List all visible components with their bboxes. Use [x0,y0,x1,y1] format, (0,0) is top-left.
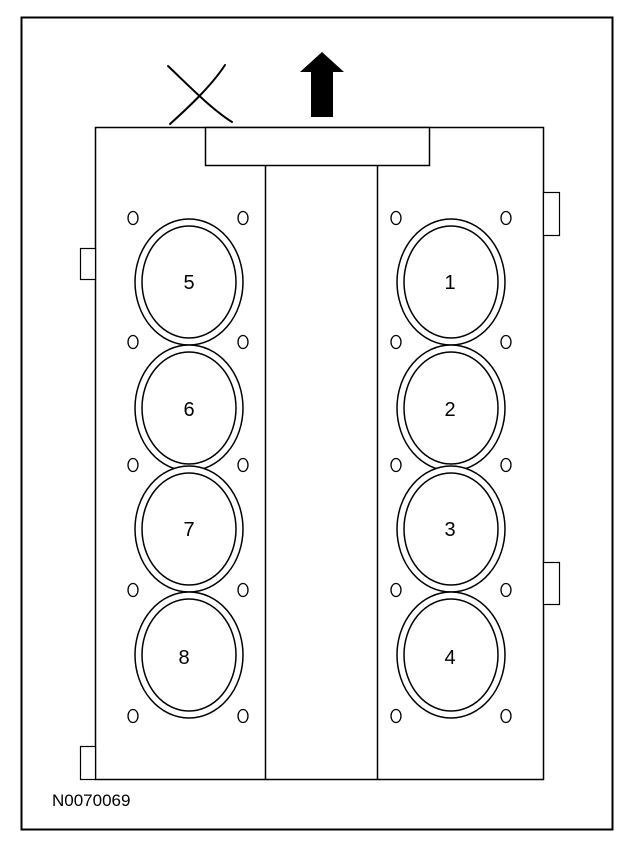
cylinder-label-4: 4 [444,647,455,669]
bolt-hole [127,457,139,473]
bolt-hole [390,582,402,598]
bolt-hole [237,708,249,724]
cylinder-label-2: 2 [444,399,455,421]
cylinder-label-3: 3 [444,519,455,541]
bolt-hole [237,582,249,598]
bolt-hole [127,210,139,226]
bolt-hole [237,457,249,473]
bolt-hole [237,210,249,226]
side-tab [79,247,97,281]
up-arrow-icon [300,52,344,117]
side-tab [542,191,561,237]
cylinder-label-7: 7 [183,519,194,541]
cylinder-label-5: 5 [183,272,194,294]
bolt-hole [390,334,402,350]
side-tab [542,561,561,606]
bolt-hole [390,708,402,724]
cylinder-bore-4 [403,598,499,712]
cylinder-bore-6 [141,351,237,465]
bolt-holes [127,210,512,724]
bolt-hole [127,334,139,350]
bolt-hole [500,708,512,724]
cylinder-bores [134,218,506,719]
bolt-hole [127,582,139,598]
cylinder-label-6: 6 [183,399,194,421]
cylinder-bore-2 [403,351,499,465]
cylinder-bore-8 [141,598,237,712]
cylinder-label-1: 1 [444,272,455,294]
bolt-hole [500,457,512,473]
bolt-hole [237,334,249,350]
bolt-hole [390,210,402,226]
cylinder-label-8: 8 [178,647,189,669]
outer-frame [20,16,614,831]
cylinder-bore-7 [141,472,237,586]
side-tab [79,745,97,781]
front-cover [204,126,431,167]
figure-id: N0070069 [52,791,130,810]
bolt-hole [500,210,512,226]
x-mark-icon [167,64,233,125]
bolt-hole [500,334,512,350]
cylinder-bore-1 [403,225,499,339]
cylinder-bore-5 [141,225,237,339]
cylinder-bore-3 [403,472,499,586]
bolt-hole [127,708,139,724]
bolt-hole [390,457,402,473]
bolt-hole [500,582,512,598]
